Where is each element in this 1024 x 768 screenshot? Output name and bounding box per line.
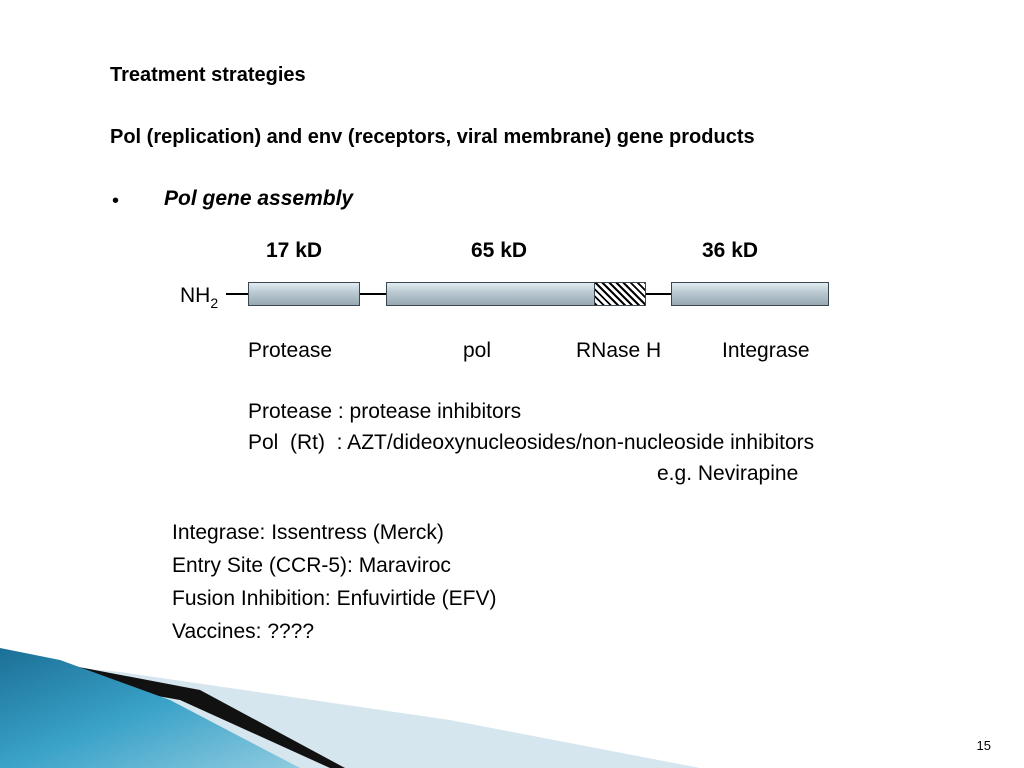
domain-label-rnase-h: RNase H	[576, 339, 662, 362]
slide-subheading: Pol (replication) and env (receptors, vi…	[110, 126, 755, 148]
domain-label-protease: Protease	[248, 339, 333, 362]
bullet-marker: •	[112, 190, 120, 212]
protease-inhibitors-text: Protease : protease inhibitors	[248, 400, 522, 423]
list-item: Fusion Inhibition: Enfuvirtide (EFV)	[172, 587, 497, 610]
domain-label-integrase: Integrase	[722, 339, 810, 362]
pol-inhibitors-text: Pol (Rt) : AZT/dideoxynucleosides/non-nu…	[248, 431, 815, 454]
list-item: Vaccines: ????	[172, 620, 315, 643]
segment-integrase	[671, 282, 829, 306]
segment-pol	[386, 282, 595, 306]
domain-label-pol: pol	[463, 339, 492, 362]
n-terminus-subscript: 2	[210, 295, 219, 311]
pol-inhibitor-example: e.g. Nevirapine	[657, 462, 799, 485]
connector-protease-pol	[360, 293, 386, 295]
segment-protease	[248, 282, 360, 306]
list-item: Entry Site (CCR-5): Maraviroc	[172, 554, 451, 577]
segment-rnase-h	[594, 282, 646, 306]
n-terminus-main: NH	[180, 284, 211, 307]
list-item: Integrase: Issentress (Merck)	[172, 521, 444, 544]
slide-heading: Treatment strategies	[110, 64, 306, 86]
size-label-pol: 65 kD	[471, 239, 528, 262]
page-number: 15	[976, 738, 991, 753]
other-targets-list: Integrase: Issentress (Merck) Entry Site…	[172, 520, 496, 652]
size-label-integrase: 36 kD	[702, 239, 759, 262]
size-label-protease: 17 kD	[266, 239, 323, 262]
bullet-text: Pol gene assembly	[164, 187, 354, 210]
n-terminus-label: NH2	[180, 284, 218, 311]
swoosh-blue-band	[0, 648, 300, 768]
terminus-connector	[226, 293, 248, 295]
connector-rnaseh-integrase	[646, 293, 671, 295]
